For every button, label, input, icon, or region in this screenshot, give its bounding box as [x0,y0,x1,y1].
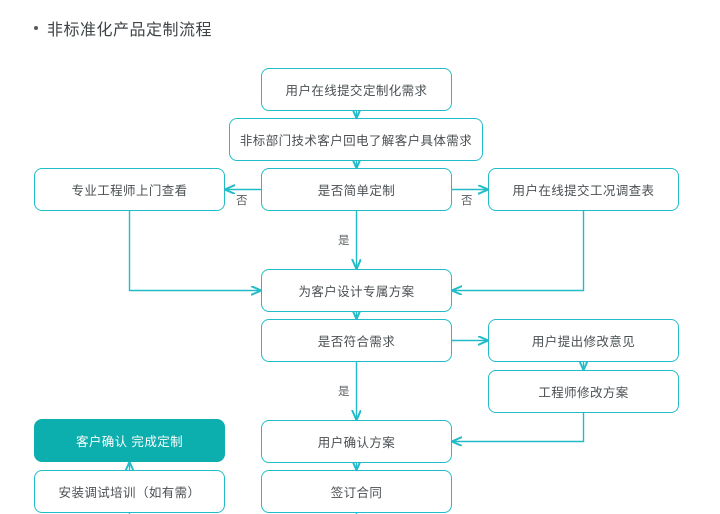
node-label: 客户确认 完成定制 [75,435,184,449]
node-label: 是否符合需求 [317,335,396,349]
node-label: 非标部门技术客户回电了解客户具体需求 [239,134,473,148]
node-label: 是否简单定制 [317,184,396,198]
node-user-submit-request[interactable]: 用户在线提交定制化需求 [261,68,452,111]
node-label: 用户确认方案 [317,436,396,450]
node-label: 为客户设计专属方案 [298,285,415,299]
page-title-text: 非标准化产品定制流程 [47,22,213,39]
node-department-callback[interactable]: 非标部门技术客户回电了解客户具体需求 [229,118,483,161]
edge-label-no-right: 否 [461,195,473,207]
edge-label-yes-upper: 是 [338,235,350,247]
node-user-confirm-plan[interactable]: 用户确认方案 [261,420,452,463]
node-label: 工程师修改方案 [538,386,629,400]
node-label: 用户在线提交工况调查表 [512,184,655,198]
edge-n9-n10 [452,413,585,442]
node-engineer-onsite-visit[interactable]: 专业工程师上门查看 [34,168,225,211]
page-title: 非标准化产品定制流程 [34,16,212,40]
node-label: 用户在线提交定制化需求 [285,84,428,98]
node-label: 安装调试培训（如有需） [58,486,201,500]
node-customer-confirm-complete[interactable]: 客户确认 完成定制 [34,419,225,462]
node-decision-simple-customization[interactable]: 是否简单定制 [261,168,452,211]
node-decision-meets-requirements[interactable]: 是否符合需求 [261,319,452,362]
node-label: 专业工程师上门查看 [71,184,188,198]
edge-label-yes-lower: 是 [338,386,350,398]
node-design-dedicated-plan[interactable]: 为客户设计专属方案 [261,269,452,312]
node-engineer-revise-plan[interactable]: 工程师修改方案 [488,370,679,413]
edge-n5-n6 [452,211,585,291]
node-label: 签订合同 [330,486,383,500]
edge-n4-n6 [128,211,262,291]
edge-label-no-left: 否 [236,195,248,207]
bullet-dot-icon [34,26,38,30]
node-user-submit-survey-form[interactable]: 用户在线提交工况调查表 [488,168,679,211]
node-sign-contract[interactable]: 签订合同 [261,470,452,513]
node-label: 用户提出修改意见 [531,335,636,349]
node-installation-training[interactable]: 安装调试培训（如有需） [34,470,225,513]
node-user-revision-feedback[interactable]: 用户提出修改意见 [488,319,679,362]
